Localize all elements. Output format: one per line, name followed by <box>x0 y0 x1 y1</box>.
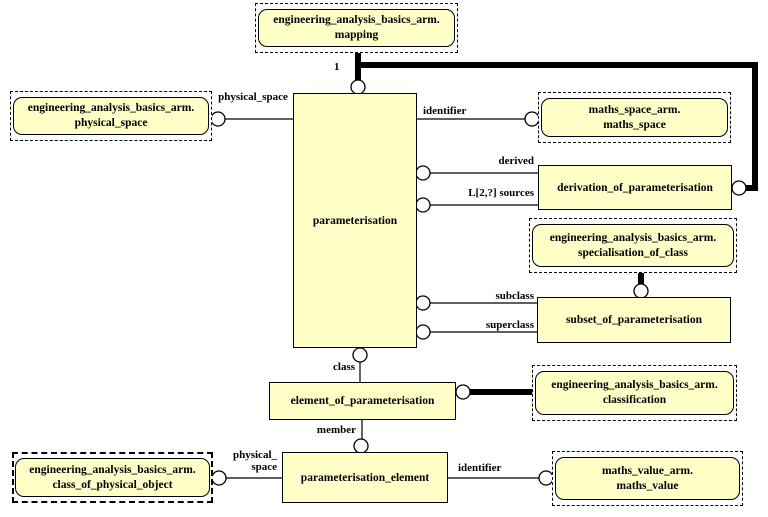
label-cardinality-one: 1 <box>334 61 340 73</box>
node-element-of-parameterisation[interactable]: element_of_parameterisation <box>269 382 456 420</box>
node-specialisation-of-class[interactable]: engineering_analysis_basics_arm. special… <box>529 218 737 273</box>
node-element-label: element_of_parameterisation <box>290 395 435 407</box>
node-parameterisation-label: parameterisation <box>312 214 398 227</box>
label-derived: derived <box>498 155 534 167</box>
label-physical-space-bottom-line2: space <box>251 461 277 473</box>
node-maths-value-line2: maths_value <box>616 479 679 492</box>
node-physical-space-box: engineering_analysis_basics_arm. physica… <box>13 97 209 135</box>
node-specialisation-line1: engineering_analysis_basics_arm. <box>549 231 717 244</box>
connector-circle-sources <box>415 197 431 213</box>
node-class-of-physical-object-box: engineering_analysis_basics_arm. class_o… <box>15 458 210 497</box>
node-physical-space[interactable]: engineering_analysis_basics_arm. physica… <box>10 91 212 141</box>
node-derivation-label: derivation_of_parameterisation <box>557 181 713 194</box>
connector-circle-member <box>353 438 369 454</box>
node-maths-value-box: maths_value_arm. maths_value <box>555 457 740 500</box>
node-mapping[interactable]: engineering_analysis_basics_arm. mapping <box>255 3 458 53</box>
node-parameterisation-element-label: parameterisation_element <box>300 471 430 484</box>
node-physical-space-line2: physical_space <box>74 117 148 129</box>
node-specialisation-of-class-box: engineering_analysis_basics_arm. special… <box>532 224 734 267</box>
node-classification-line1: engineering_analysis_basics_arm. <box>551 379 718 391</box>
node-subset-of-parameterisation[interactable]: subset_of_parameterisation <box>537 297 731 343</box>
node-classification-box: engineering_analysis_basics_arm. classif… <box>535 371 734 415</box>
label-member: member <box>316 424 356 436</box>
label-identifier-top: identifier <box>423 105 467 117</box>
label-physical-space-bottom-line1: physical_ <box>232 449 277 461</box>
connector-circle-specialisation <box>633 283 649 299</box>
node-specialisation-line2: specialisation_of_class <box>578 246 688 259</box>
label-physical-space-bottom: physical_ space <box>227 449 277 473</box>
node-physical-space-line1: engineering_analysis_basics_arm. <box>27 102 195 114</box>
connector-circle-derivation-right <box>731 180 747 196</box>
node-class-of-physical-object[interactable]: engineering_analysis_basics_arm. class_o… <box>12 452 213 503</box>
node-subset-label: subset_of_parameterisation <box>565 314 703 326</box>
label-physical-space-top: physical_space <box>218 91 288 103</box>
connector-circle-classification <box>455 384 471 400</box>
connector-circle-superclass <box>415 324 431 340</box>
node-maths-space-line2: maths_space <box>603 118 666 131</box>
connector-circle-subclass <box>415 295 431 311</box>
node-maths-space-line1: maths_space_arm. <box>588 103 681 116</box>
node-maths-space-box: maths_space_arm. maths_space <box>541 98 728 137</box>
node-mapping-line2: mapping <box>334 29 379 41</box>
connector-circle-class <box>352 347 368 363</box>
connector-circle-identifier-top <box>524 111 540 127</box>
node-mapping-box: engineering_analysis_basics_arm. mapping <box>258 9 455 47</box>
node-maths-value-line1: maths_value_arm. <box>601 464 694 477</box>
label-superclass: superclass <box>485 319 534 331</box>
node-maths-value[interactable]: maths_value_arm. maths_value <box>552 451 743 506</box>
connector-circle-physical-space-bottom <box>211 470 227 486</box>
node-classification[interactable]: engineering_analysis_basics_arm. classif… <box>532 365 737 421</box>
connector-circle-mapping <box>350 79 366 95</box>
edge-mapping-to-derivation <box>355 62 758 191</box>
connector-circle-identifier-bottom <box>538 470 554 486</box>
node-parameterisation-element[interactable]: parameterisation_element <box>282 452 448 503</box>
node-maths-space[interactable]: maths_space_arm. maths_space <box>538 92 731 143</box>
node-class-of-physical-object-line2: class_of_physical_object <box>52 478 173 491</box>
label-sources: L[2,?] sources <box>468 187 534 199</box>
node-mapping-line1: engineering_analysis_basics_arm. <box>273 14 440 26</box>
node-classification-line2: classification <box>602 394 667 406</box>
label-class: class <box>333 361 355 373</box>
node-parameterisation[interactable]: parameterisation <box>293 93 417 348</box>
node-class-of-physical-object-line1: engineering_analysis_basics_arm. <box>29 463 196 476</box>
node-derivation-of-parameterisation[interactable]: derivation_of_parameterisation <box>538 165 732 210</box>
label-subclass: subclass <box>495 290 534 302</box>
connector-circle-derived <box>415 165 431 181</box>
label-identifier-bottom: identifier <box>458 462 502 474</box>
connector-circle-physical-space-top <box>210 111 226 127</box>
